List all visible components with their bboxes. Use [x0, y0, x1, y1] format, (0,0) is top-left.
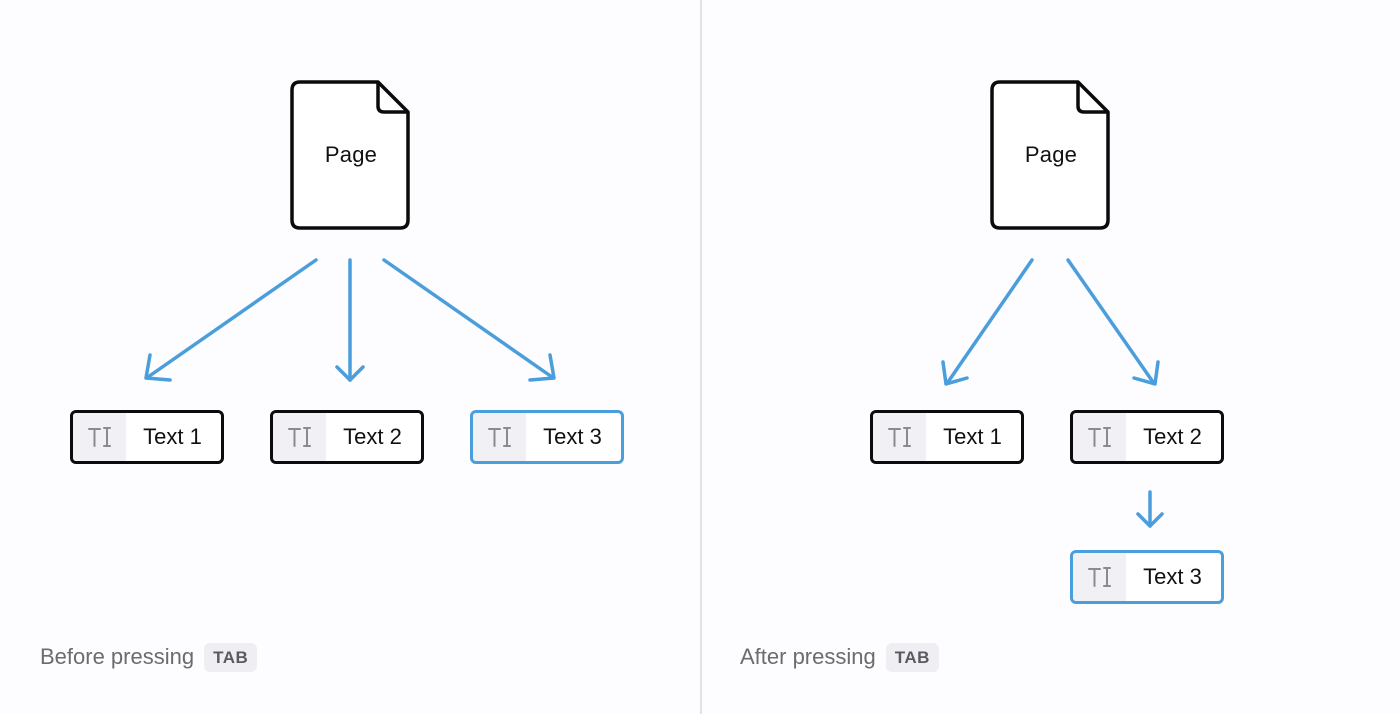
page-document-icon — [990, 80, 1110, 230]
page-label: Page — [1024, 142, 1078, 167]
caption-text: Before pressing — [40, 644, 195, 669]
text-cursor-icon — [1073, 553, 1126, 601]
after-caption: After pressing TAB — [740, 638, 939, 676]
page-node: Page — [990, 80, 1112, 232]
text-block-2[interactable]: Text 2 — [1070, 410, 1224, 464]
text-cursor-icon — [273, 413, 326, 461]
text-block-2[interactable]: Text 2 — [270, 410, 424, 464]
before-panel: Page Text 1 — [40, 80, 624, 676]
arrow-to-text-3 — [382, 258, 556, 382]
text-block-label: Text 1 — [943, 424, 1002, 449]
arrow-to-text-2 — [335, 258, 365, 382]
tab-key-badge: TAB — [204, 642, 258, 672]
before-arrows — [144, 258, 556, 382]
arrow-to-text-1 — [941, 258, 1034, 386]
text-block-label: Text 2 — [1143, 424, 1202, 449]
page-document-icon — [290, 80, 410, 230]
page-node: Page — [290, 80, 412, 232]
text-block-3-selected[interactable]: Text 3 — [470, 410, 624, 464]
caption-text: After pressing — [740, 644, 876, 669]
text-cursor-icon — [473, 413, 526, 461]
arrow-to-text-1 — [144, 258, 318, 382]
arrow-to-text-2 — [1066, 258, 1160, 386]
text-block-label: Text 3 — [1143, 564, 1202, 589]
text-block-label: Text 3 — [543, 424, 602, 449]
arrow-text-2-to-text-3 — [1136, 490, 1164, 528]
text-block-3-selected[interactable]: Text 3 — [1070, 550, 1224, 604]
text-block-1[interactable]: Text 1 — [870, 410, 1024, 464]
tab-key-badge: TAB — [885, 642, 939, 672]
text-cursor-icon — [73, 413, 126, 461]
text-cursor-icon — [1073, 413, 1126, 461]
after-arrows — [941, 258, 1164, 528]
panel-divider — [700, 0, 702, 714]
text-block-label: Text 1 — [143, 424, 202, 449]
text-block-label: Text 2 — [343, 424, 402, 449]
text-cursor-icon — [873, 413, 926, 461]
before-caption: Before pressing TAB — [40, 638, 258, 676]
page-label: Page — [324, 142, 378, 167]
text-block-1[interactable]: Text 1 — [70, 410, 224, 464]
after-panel: Page Text 1 — [702, 0, 1400, 714]
